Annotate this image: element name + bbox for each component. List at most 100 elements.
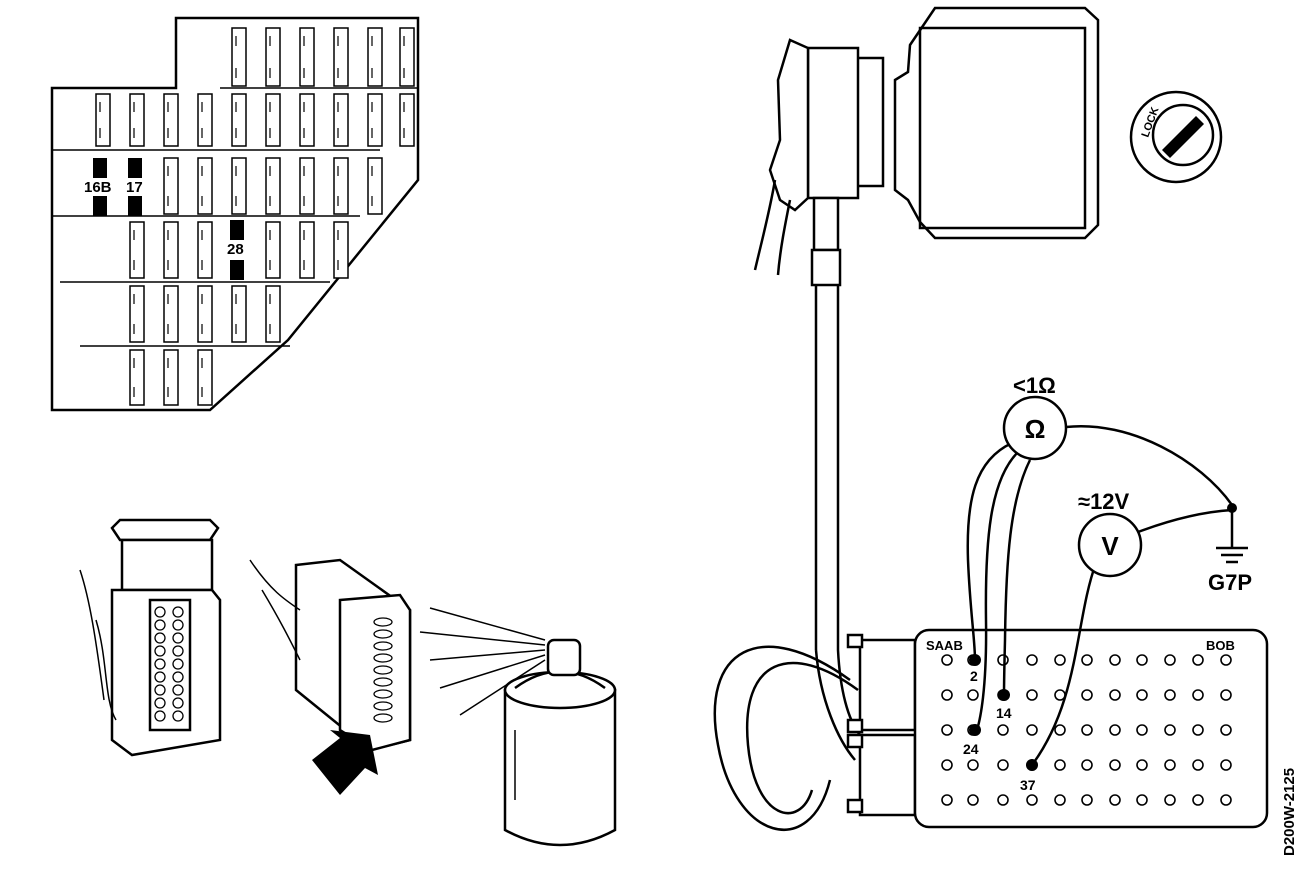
fuse-slot [163, 285, 179, 343]
bob-socket [1109, 724, 1121, 736]
adapter-cable [713, 285, 861, 831]
fuse-16b-top [93, 158, 107, 178]
bob-socket [967, 794, 979, 806]
fuse-slot [265, 221, 281, 279]
spray-lines [419, 607, 546, 716]
spray-can [503, 638, 617, 847]
fuse-slot [333, 93, 349, 147]
fuse-slot [299, 157, 315, 215]
fuse-slot [197, 221, 213, 279]
bob-socket [1192, 794, 1204, 806]
fuse-slot [367, 93, 383, 147]
control-unit [806, 6, 1100, 240]
fuse-slot [399, 27, 415, 87]
bob-socket [1054, 654, 1066, 666]
voltmeter-dial [1077, 512, 1143, 578]
bob-socket [941, 724, 953, 736]
bob-socket [1026, 724, 1038, 736]
bob-socket [1136, 689, 1148, 701]
bob-socket [1026, 689, 1038, 701]
fuse-slot [333, 221, 349, 279]
fuse-slot [197, 285, 213, 343]
bob-socket [1026, 654, 1038, 666]
fuse-slot [231, 27, 247, 87]
arrow-icon [312, 730, 378, 795]
bob-socket [1136, 759, 1148, 771]
bob-socket [941, 794, 953, 806]
fuse-slot [367, 157, 383, 215]
bob-socket [1192, 654, 1204, 666]
fuse-slot [231, 93, 247, 147]
volt-symbol: V [1101, 531, 1119, 561]
breakout-box-sockets [941, 654, 1232, 806]
fuse-slot [197, 157, 213, 215]
bob-socket [997, 759, 1009, 771]
fuse-slot [163, 157, 179, 215]
bob-socket [1164, 654, 1176, 666]
fuse-16b-bottom [93, 196, 107, 216]
bob-socket [1192, 689, 1204, 701]
bob-socket [1136, 794, 1148, 806]
fuse-slot [163, 93, 179, 147]
figure-code: D200W-2125 [1281, 768, 1298, 856]
fuse-slot [129, 221, 145, 279]
connector-plug [249, 558, 412, 795]
fuse-slot [163, 221, 179, 279]
fuse-slot [299, 221, 315, 279]
ohm-reading: <1Ω [1013, 373, 1056, 398]
volt-reading: ≈12V [1078, 489, 1130, 514]
fuse-slot [129, 285, 145, 343]
pin-label-24: 24 [963, 741, 979, 757]
bob-socket [1164, 794, 1176, 806]
bob-socket [941, 654, 953, 666]
breakout-box: SAAB BOB 2 14 24 37 [913, 628, 1269, 829]
fuse-slot [299, 27, 315, 87]
bob-socket [1220, 724, 1232, 736]
fuse-slot [129, 93, 145, 147]
fuse-slot [367, 27, 383, 87]
fuse-slot [265, 27, 281, 87]
fuse-slot [299, 93, 315, 147]
ecu-connector [753, 38, 842, 287]
ohm-symbol: Ω [1025, 414, 1046, 444]
pin-label-37: 37 [1020, 777, 1036, 793]
fuse-box-outline [50, 16, 420, 412]
bob-socket [1081, 759, 1093, 771]
bob-left-label: SAAB [926, 638, 963, 653]
bob-socket [1220, 689, 1232, 701]
connector-open [79, 518, 222, 757]
ground-label: G7P [1208, 570, 1252, 595]
fuse-slot [163, 349, 179, 406]
bob-socket [967, 689, 979, 701]
fuse-slot [95, 93, 111, 147]
fuse-slot [129, 349, 145, 406]
bob-socket [1192, 759, 1204, 771]
bob-connectors [846, 633, 917, 817]
voltmeter: V ≈12V [1077, 489, 1143, 578]
lock-label: LOCK [1140, 106, 1162, 139]
bob-socket [1081, 689, 1093, 701]
bob-socket [1026, 794, 1038, 806]
bob-socket [941, 689, 953, 701]
fuse-label-16b: 16B [84, 179, 112, 196]
bob-socket [1081, 724, 1093, 736]
fuse-28-bottom [230, 260, 244, 280]
fuse-slot [231, 157, 247, 215]
ground-symbol: G7P [1208, 508, 1252, 595]
bob-socket [1081, 654, 1093, 666]
fuse-slot [265, 157, 281, 215]
ohmmeter: Ω <1Ω [1002, 373, 1068, 461]
fuse-label-28: 28 [227, 241, 244, 258]
bob-socket [1136, 654, 1148, 666]
bob-socket [1164, 759, 1176, 771]
fuse-box: 16B 17 28 [50, 16, 420, 412]
bob-socket [1192, 724, 1204, 736]
bob-socket [1220, 654, 1232, 666]
fuse-slot [333, 27, 349, 87]
bob-socket [1136, 724, 1148, 736]
fuse-slot [197, 93, 213, 147]
fuse-slot [265, 93, 281, 147]
bob-socket [997, 794, 1009, 806]
bob-socket [941, 759, 953, 771]
